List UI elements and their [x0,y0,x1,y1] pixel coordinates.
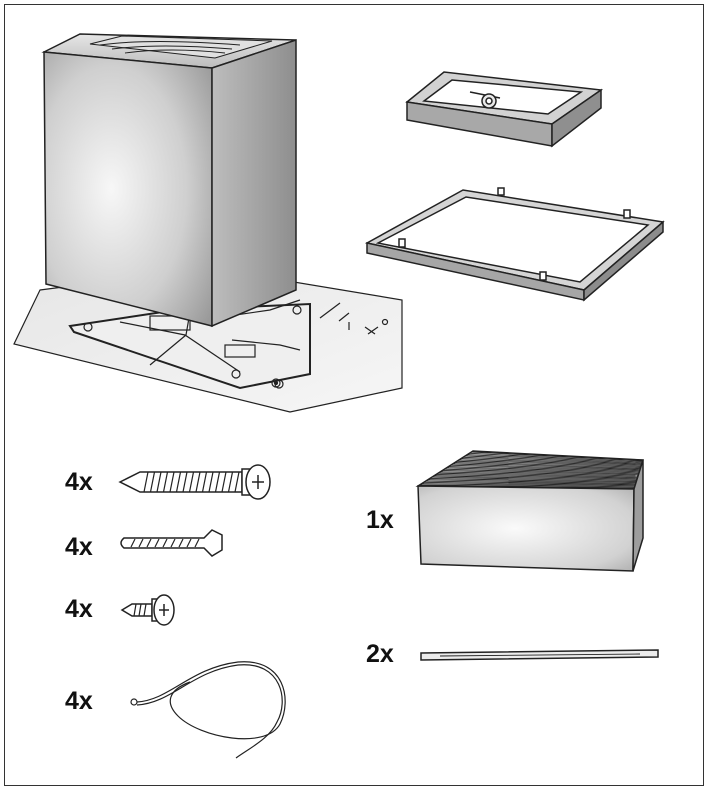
cable-icon [130,661,286,759]
frame-icon [364,187,665,302]
quantity-label-short-screw: 4x [65,595,93,623]
adapter-ring-icon [405,71,604,148]
short-screw-icon [120,594,175,626]
strip-icon [420,649,659,661]
quantity-label-wall-plug: 4x [65,533,93,561]
quantity-label-safety-cable: 4x [65,687,93,715]
quantity-label-carbon-filter: 1x [366,506,394,534]
chimney-cover-icon [41,33,297,328]
long-screw-icon [118,464,271,500]
quantity-label-filter-strip: 2x [366,640,394,668]
filter-box-icon [415,450,645,572]
quantity-label-wood-screw: 4x [65,468,93,496]
wall-plug-icon [120,529,223,557]
